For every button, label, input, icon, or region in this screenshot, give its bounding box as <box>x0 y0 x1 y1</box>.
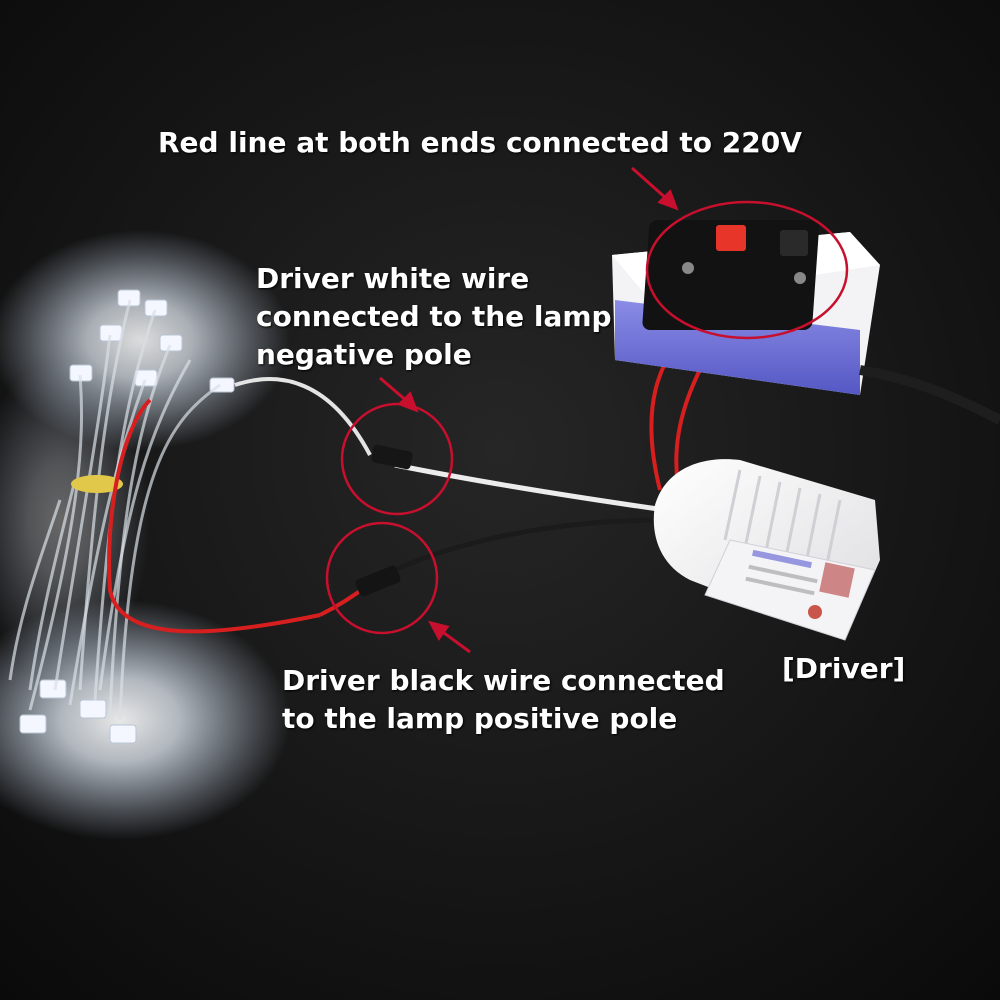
white-wire-text-line3: negative pole <box>256 338 472 371</box>
callout-circle-white-connector <box>340 402 454 516</box>
black-wire-connector <box>355 565 401 597</box>
callout-arrows <box>379 166 679 654</box>
white-wire-connector <box>371 444 413 470</box>
callout-circle-black-connector <box>325 521 439 635</box>
driver-tag: [Driver] <box>782 650 905 688</box>
power-terminal-box <box>612 220 880 395</box>
driver-tag-text: [Driver] <box>782 652 906 685</box>
power-input-text: Red line at both ends connected to 220V <box>158 126 802 159</box>
callout-circle-terminal <box>645 200 849 340</box>
black-wire-text-line2: to the lamp positive pole <box>282 702 678 735</box>
led-driver-box <box>653 459 880 641</box>
lamp-red-wire <box>107 398 321 634</box>
cable-tie <box>71 475 123 493</box>
white-wire-text-line2: connected to the lamp <box>256 300 612 333</box>
driver-white-wire <box>394 462 666 513</box>
white-wire-text-line1: Driver white wire <box>256 262 530 295</box>
wire-bundle <box>8 299 221 721</box>
black-wire-annotation: Driver black wire connected to the lamp … <box>282 662 725 738</box>
callout-circles <box>325 200 849 635</box>
power-input-annotation: Red line at both ends connected to 220V <box>158 124 802 162</box>
terminal-button-red <box>716 225 746 251</box>
black-wire-text-line1: Driver black wire connected <box>282 664 725 697</box>
white-wire-annotation: Driver white wire connected to the lamp … <box>256 260 612 374</box>
